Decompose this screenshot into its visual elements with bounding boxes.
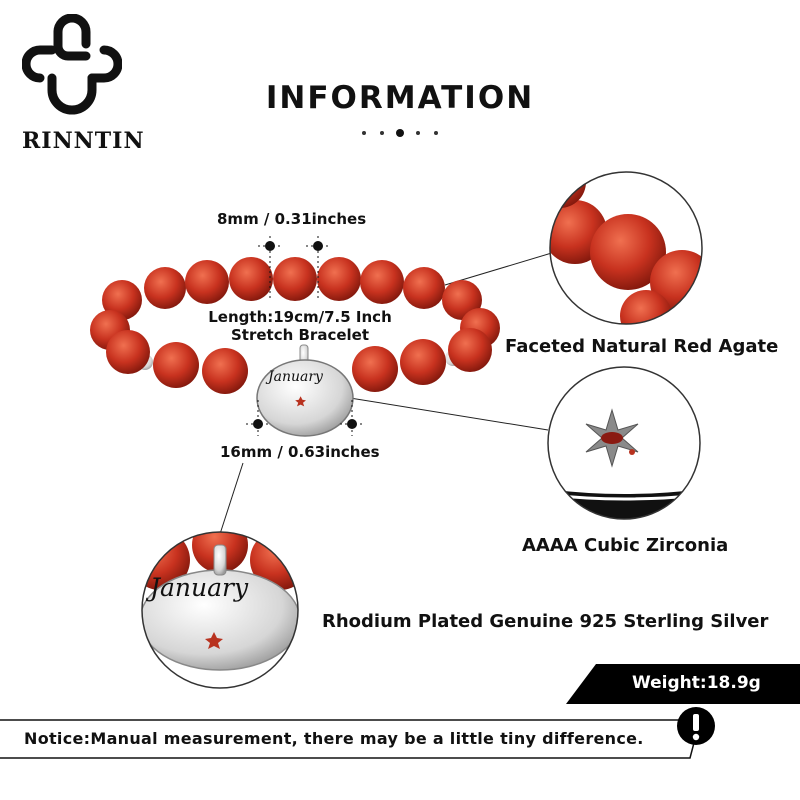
bead-row-front bbox=[106, 328, 492, 394]
title-divider-dots bbox=[362, 129, 438, 137]
charm-size-label: 16mm / 0.63inches bbox=[220, 443, 380, 461]
brand-name: RINNTIN bbox=[22, 128, 145, 154]
callout-agate: Faceted Natural Red Agate bbox=[505, 336, 779, 357]
detail-circle-agate bbox=[549, 171, 703, 325]
notice-text: Notice:Manual measurement, there may be … bbox=[24, 729, 644, 748]
detail-circle-charm bbox=[141, 531, 299, 689]
brand-logo bbox=[22, 14, 122, 115]
star-icon bbox=[585, 408, 639, 468]
bead-size-label: 8mm / 0.31inches bbox=[217, 210, 367, 228]
detail-circle-zirconia bbox=[547, 366, 701, 520]
charm-engraving: January bbox=[268, 369, 323, 385]
weight-banner bbox=[566, 664, 800, 704]
weight-label: Weight:18.9g bbox=[632, 673, 761, 693]
charm-engraving-detail: January bbox=[150, 573, 249, 602]
exclamation-icon bbox=[677, 707, 715, 745]
length-label: Length:19cm/7.5 Inch Stretch Bracelet bbox=[190, 308, 410, 344]
callout-zirconia: AAAA Cubic Zirconia bbox=[522, 535, 729, 556]
length-label-line2: Stretch Bracelet bbox=[230, 326, 369, 344]
callout-silver: Rhodium Plated Genuine 925 Sterling Silv… bbox=[322, 611, 769, 632]
length-label-line1: Length:19cm/7.5 Inch bbox=[208, 308, 392, 326]
page-title: INFORMATION bbox=[265, 80, 535, 116]
